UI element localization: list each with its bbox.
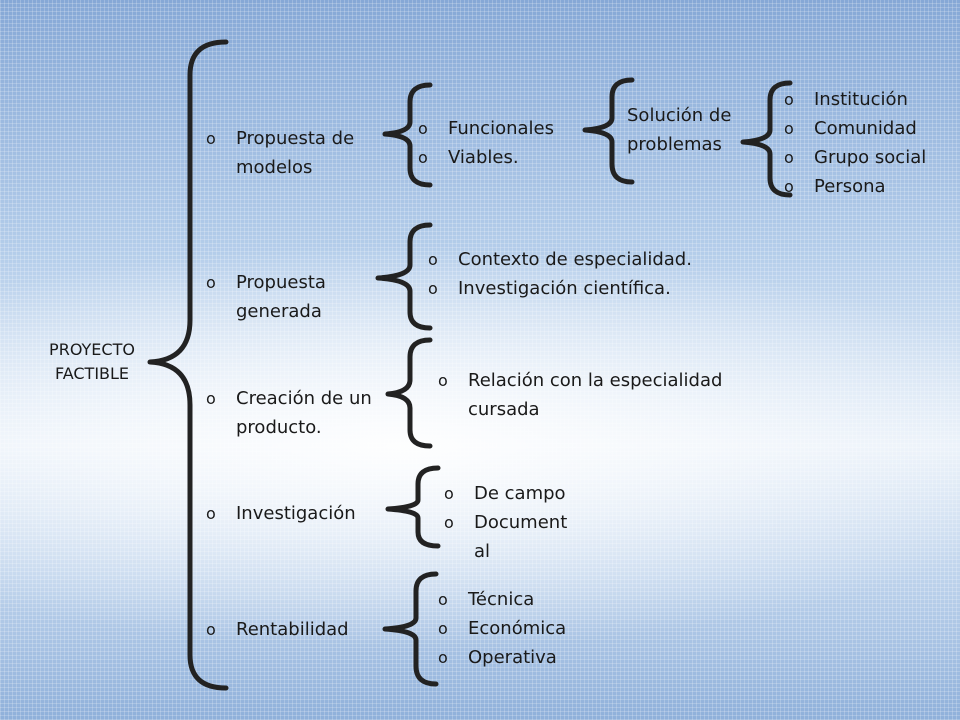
leaf-label: Grupo social xyxy=(814,147,927,168)
branch-label: Rentabilidad xyxy=(236,619,349,640)
sub-item-label: Relación con la especialidad cursada xyxy=(468,370,723,420)
bullet: o xyxy=(784,177,794,196)
bullet: o xyxy=(206,389,216,408)
leaf-label: Institución xyxy=(814,89,908,110)
bracket-rentabilidad xyxy=(382,571,439,687)
leaf-label: Comunidad xyxy=(814,118,917,139)
sub-item-label: Técnica xyxy=(468,589,535,610)
bullet: o xyxy=(206,273,216,292)
bullet: o xyxy=(206,620,216,639)
bracket-solucion xyxy=(582,77,635,185)
bullet: o xyxy=(784,90,794,109)
bullet: o xyxy=(444,484,454,503)
sub-item-label: Contexto de especialidad. xyxy=(458,249,692,270)
leaf-label: Persona xyxy=(814,176,886,197)
bullet: o xyxy=(428,250,438,269)
branch-label: Creación de un producto. xyxy=(236,388,372,438)
branch-label: Investigación xyxy=(236,503,356,524)
root-label: PROYECTO FACTIBLE xyxy=(49,340,135,383)
sub-item-label: Operativa xyxy=(468,647,557,668)
bracket-creacion xyxy=(385,337,433,449)
bullet: o xyxy=(438,590,448,609)
bullet: o xyxy=(438,619,448,638)
bullet: o xyxy=(438,648,448,667)
bullet: o xyxy=(206,129,216,148)
bullet: o xyxy=(438,371,448,390)
sub-item-label: De campo xyxy=(474,483,566,504)
bullet: o xyxy=(444,513,454,532)
bracket-investigacion xyxy=(385,465,441,549)
bracket-propuesta-generada xyxy=(375,222,433,331)
bracket-propuesta-modelos xyxy=(382,82,433,188)
bullet: o xyxy=(206,504,216,523)
bullet: o xyxy=(784,148,794,167)
bullet: o xyxy=(418,119,428,138)
main-bracket xyxy=(147,39,229,691)
sub-item-label: Económica xyxy=(468,618,567,639)
sub-item-label: Viables. xyxy=(448,147,519,168)
bullet: o xyxy=(418,148,428,167)
bracket-institucion xyxy=(740,80,793,198)
bullet: o xyxy=(428,279,438,298)
solucion-label: Solución de problemas xyxy=(627,105,732,155)
branch-label: Propuesta de modelos xyxy=(236,128,355,178)
branch-label: Propuesta generada xyxy=(236,272,326,322)
sub-item-label: Investigación científica. xyxy=(458,278,671,299)
sub-item-label: Documental xyxy=(474,512,568,562)
sub-item-label: Funcionales xyxy=(448,118,554,139)
bullet: o xyxy=(784,119,794,138)
